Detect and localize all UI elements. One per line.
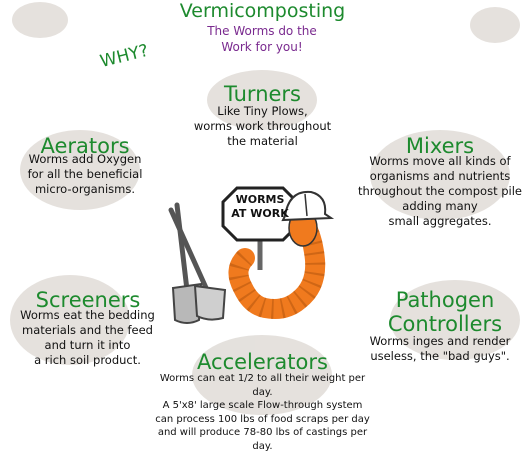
mixers-text: Worms move all kinds of organisms and nu… <box>357 154 523 228</box>
blob-mixers <box>370 130 510 220</box>
turners-heading: Turners <box>223 82 302 106</box>
accelerators-heading: Accelerators <box>197 350 328 374</box>
blob-top-right <box>470 7 520 43</box>
aerators-text: Worms add Oxygen for all the beneficial … <box>27 152 143 196</box>
worm-segments <box>228 219 326 319</box>
accelerators-text: Worms can eat 1/2 to all their weight pe… <box>155 373 370 452</box>
blob-aerators <box>20 130 140 210</box>
turners-text: Like Tiny Plows, worms work throughout t… <box>193 104 332 148</box>
pathogen-heading: Pathogen Controllers <box>387 288 503 336</box>
subtitle: The Worms do the Work for you! <box>207 24 317 54</box>
aerators-heading: Aerators <box>40 134 130 158</box>
sign-octagon <box>221 186 299 242</box>
shovel-head-icon <box>171 282 203 324</box>
screeners-text: Worms eat the bedding materials and the … <box>20 308 155 367</box>
mixers-heading: Mixers <box>405 134 475 158</box>
sign-text: WORMS AT WORK <box>231 193 289 220</box>
screeners-heading: Screeners <box>35 288 141 312</box>
tools-icon <box>168 202 210 293</box>
blob-pathogen <box>390 280 520 360</box>
blob-screeners <box>10 275 130 365</box>
blob-accelerators <box>192 335 332 415</box>
blob-turners <box>207 70 317 130</box>
fork-head-icon <box>193 284 227 321</box>
blob-top-left <box>12 2 68 38</box>
background-blobs <box>10 2 520 415</box>
worm-illustration <box>168 186 335 324</box>
hard-hat-icon <box>281 190 335 222</box>
page-title: Vermicomposting <box>179 0 346 22</box>
pathogen-text: Worms inges and render useless, the "bad… <box>369 334 511 363</box>
